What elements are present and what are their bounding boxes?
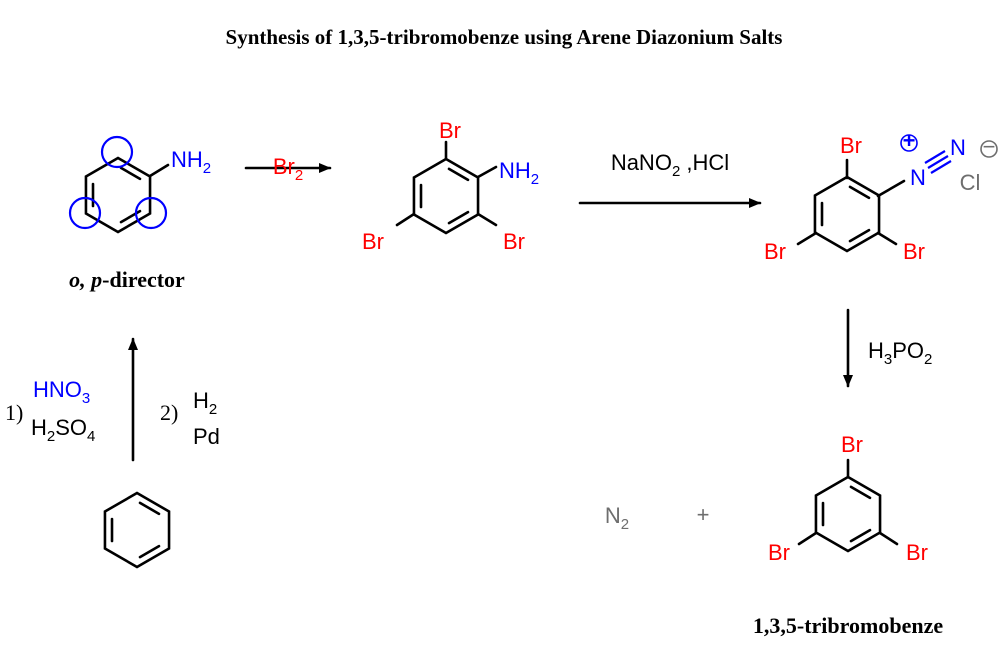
diazotization-reagent: NaNO2 ,HCl — [611, 150, 729, 180]
bromine-right: Br — [903, 239, 925, 264]
bromine-left: Br — [764, 239, 786, 264]
palladium-catalyst: Pd — [193, 424, 220, 449]
tribromoaniline: Br NH2 Br Br — [362, 118, 539, 254]
amine-group: NH2 — [171, 147, 211, 177]
triple-bond — [924, 150, 952, 174]
positive-charge: + — [903, 128, 916, 153]
product-name: 1,3,5-tribromobenze — [753, 613, 943, 638]
aniline: NH2 o, p-director — [68, 135, 211, 292]
double-bond — [848, 228, 871, 243]
amine-group: NH2 — [499, 158, 539, 188]
director-label: o, p-director — [69, 267, 185, 292]
double-bond — [138, 544, 161, 559]
diazonium-nitrogen: N — [910, 165, 926, 190]
aniline-ring — [84, 156, 152, 234]
chloride-counterion: Cl — [960, 170, 981, 195]
director-label-text: -director — [102, 267, 185, 292]
tribromobenzene: Br Br Br 1,3,5-tribromobenze — [753, 432, 943, 638]
double-bond — [849, 528, 872, 543]
bromine-top: Br — [841, 432, 863, 457]
bromine-right: Br — [503, 229, 525, 254]
plus-sign: + — [697, 502, 710, 527]
double-bond — [138, 501, 161, 516]
terminal-nitrogen: N — [950, 135, 966, 160]
bromine-top: Br — [439, 118, 461, 143]
sulfuric-acid: H2SO4 — [31, 415, 95, 445]
benzene-ring — [103, 491, 171, 569]
negative-charge: − — [983, 134, 996, 159]
scheme-title: Synthesis of 1,3,5-tribromobenze using A… — [226, 25, 783, 49]
reduction-reagent: H3PO2 — [868, 338, 932, 368]
bromine-top: Br — [840, 133, 862, 158]
negative-charge-icon — [980, 140, 998, 158]
bromine-left: Br — [362, 229, 384, 254]
double-bond — [848, 185, 871, 200]
tribromoaniline-ring — [412, 157, 480, 235]
director-label-italic: o, p — [69, 267, 102, 292]
positive-charge-icon — [900, 134, 918, 152]
step-number-1: 1) — [5, 400, 23, 425]
nitric-acid: HNO3 — [33, 377, 90, 407]
double-bond — [447, 167, 470, 182]
product-ring — [814, 475, 882, 553]
double-bond — [849, 485, 872, 500]
ortho-position-marker — [134, 196, 168, 230]
ortho-position-marker — [100, 135, 134, 169]
diazonium-ring — [813, 175, 881, 253]
step-number-2: 2) — [160, 400, 178, 425]
bromine-left: Br — [768, 540, 790, 565]
nitrogen-gas-byproduct: N2 — [605, 503, 629, 533]
double-bond — [447, 210, 470, 225]
bromine-right: Br — [906, 540, 928, 565]
para-position-marker — [68, 196, 102, 230]
benzene-rings — [84, 156, 882, 569]
c-n-bond — [148, 163, 170, 178]
double-bond — [119, 166, 142, 181]
hydrogen-reagent: H2 — [193, 388, 217, 418]
bromine-reagent: Br2 — [273, 154, 303, 184]
diazonium-salt: Br N + N − Cl Br Br — [764, 128, 998, 264]
